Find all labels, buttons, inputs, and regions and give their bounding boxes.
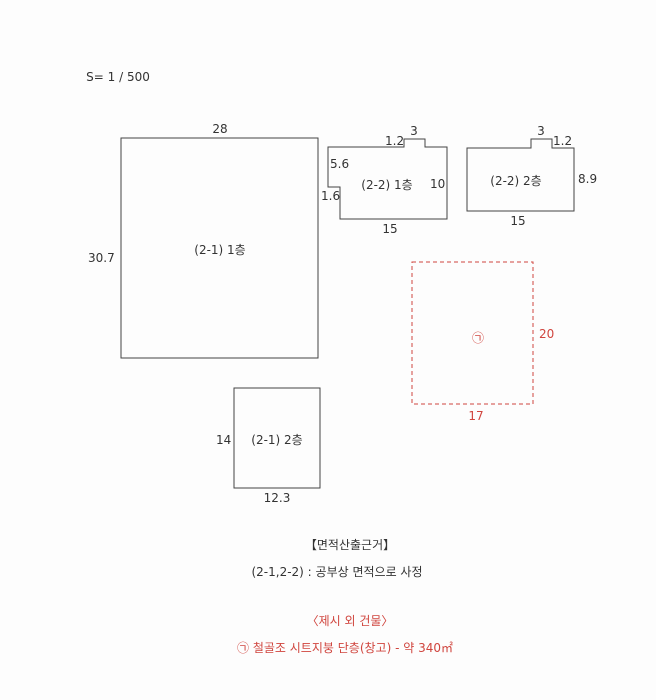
b21-2-height: 14 [216,433,231,447]
building-2-2-floor-1 [327,138,448,220]
b22-1-label: (2-2) 1층 [361,178,412,192]
extra-title: 〈제시 외 건물〉 [306,614,394,628]
b22-2-notch-offset: 1.2 [553,134,572,148]
b22-1-notch-width: 3 [410,124,418,138]
building-2-1-floor-1 [120,137,319,359]
b22-1-left-upper: 5.6 [330,157,349,171]
extra-building [411,261,534,405]
b22-2-right: 8.9 [578,172,597,186]
scale-label: S= 1 / 500 [86,70,150,84]
b22-1-right: 10 [430,177,445,191]
b21-1-label: (2-1) 1층 [194,243,245,257]
b22-1-notch-offset: 1.2 [385,134,404,148]
extra-label: ㉠ [472,331,484,345]
b21-1-height: 30.7 [88,251,115,265]
extra-text: ㉠ 철골조 시트지붕 단층(창고) - 약 340㎡ [237,641,453,655]
extra-width: 17 [468,409,483,423]
extra-height: 20 [539,327,554,341]
basis-text: (2-1,2-2) : 공부상 면적으로 사정 [251,565,423,579]
b22-1-left-step: 1.6 [321,189,340,203]
b21-2-width: 12.3 [264,491,291,505]
building-2-2-floor-2 [466,138,575,212]
basis-title: 【면적산출근거】 [304,538,396,552]
b21-1-width: 28 [212,122,227,136]
b22-2-bottom: 15 [510,214,525,228]
b21-2-label: (2-1) 2층 [251,433,302,447]
b22-2-notch-width: 3 [537,124,545,138]
b22-2-label: (2-2) 2층 [490,174,541,188]
building-2-1-floor-2 [233,387,321,489]
b22-1-bottom: 15 [382,222,397,236]
